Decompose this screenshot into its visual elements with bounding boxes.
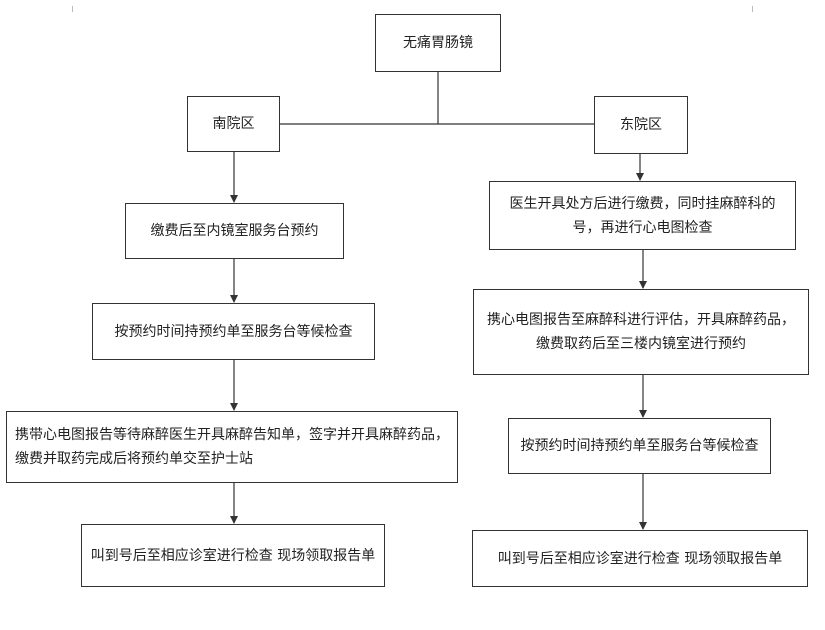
south-step-4: 叫到号后至相应诊室进行检查 现场领取报告单: [81, 524, 385, 587]
east-step-3: 按预约时间持预约单至服务台等候检查: [508, 418, 771, 474]
corner-tick: [72, 6, 73, 12]
east-step-3-label: 按预约时间持预约单至服务台等候检查: [520, 438, 759, 454]
south-step-3: 携带心电图报告等待麻醉医生开具麻醉告知单，签字并开具麻醉药品，缴费并取药完成后将…: [6, 411, 458, 483]
south-step-4-label: 叫到号后至相应诊室进行检查 现场领取报告单: [90, 547, 376, 564]
south-step-3-label: 携带心电图报告等待麻醉医生开具麻醉告知单，签字并开具麻醉药品，缴费并取药完成后将…: [15, 427, 449, 467]
south-step-2-label: 按预约时间持预约单至服务台等候检查: [114, 323, 353, 340]
east-step-2-label: 携心电图报告至麻醉科进行评估，开具麻醉药品，缴费取药后至三楼内镜室进行预约: [487, 312, 795, 352]
root-node-label: 无痛胃肠镜: [403, 35, 473, 51]
east-campus-node: 东院区: [594, 96, 688, 154]
corner-tick: [752, 6, 753, 12]
south-step-1: 缴费后至内镜室服务台预约: [125, 203, 344, 259]
east-campus-label: 东院区: [620, 117, 662, 133]
east-step-4-label: 叫到号后至相应诊室进行检查 现场领取报告单: [497, 550, 783, 567]
south-campus-node: 南院区: [187, 96, 280, 152]
south-step-1-label: 缴费后至内镜室服务台预约: [150, 223, 319, 239]
east-step-4: 叫到号后至相应诊室进行检查 现场领取报告单: [472, 530, 808, 587]
east-step-1: 医生开具处方后进行缴费，同时挂麻醉科的号，再进行心电图检查: [489, 181, 796, 250]
root-node: 无痛胃肠镜: [375, 14, 501, 72]
south-step-2: 按预约时间持预约单至服务台等候检查: [92, 303, 375, 360]
south-campus-label: 南院区: [212, 116, 255, 132]
east-step-1-label: 医生开具处方后进行缴费，同时挂麻醉科的号，再进行心电图检查: [509, 195, 776, 236]
east-step-2: 携心电图报告至麻醉科进行评估，开具麻醉药品，缴费取药后至三楼内镜室进行预约: [473, 289, 809, 375]
